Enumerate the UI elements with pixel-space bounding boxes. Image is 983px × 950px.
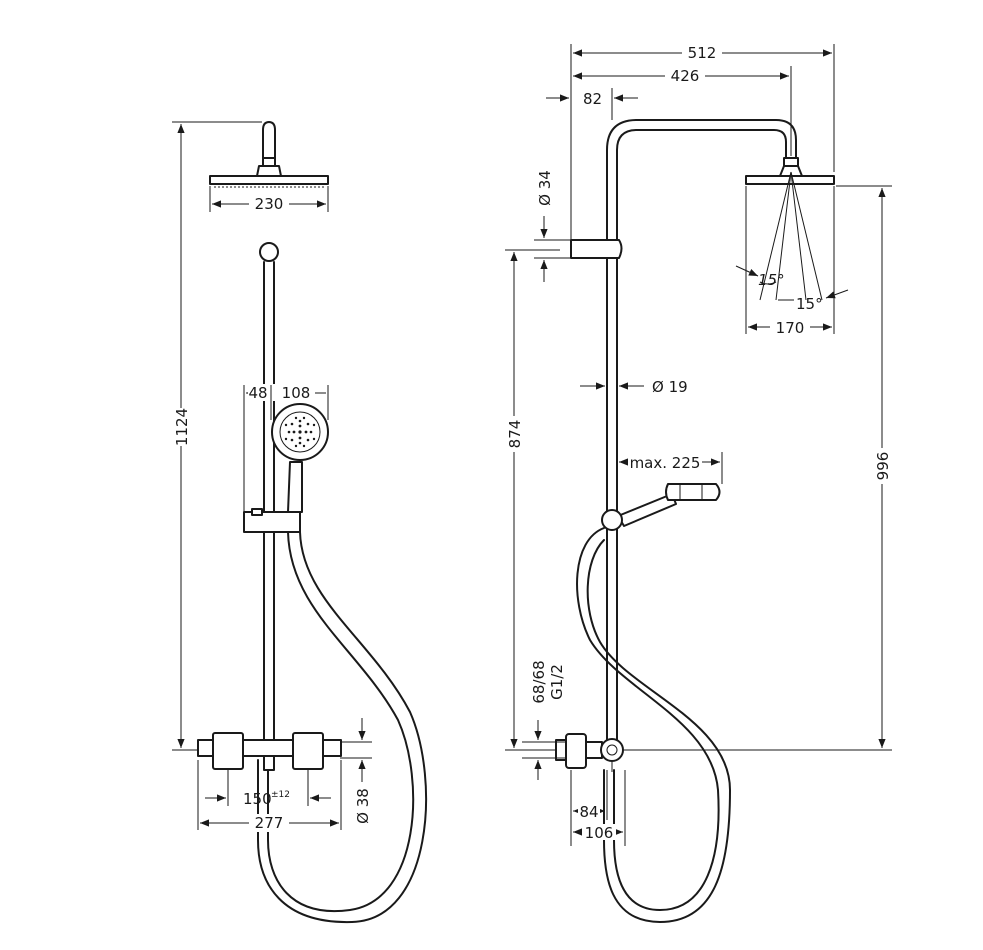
dim-depth-small: 84 [579, 803, 598, 821]
side-hose-inner [586, 539, 731, 923]
dim-riser-height: 874 [506, 420, 524, 449]
side-spray-angle [759, 171, 823, 301]
dim-holder-diameter: Ø 34 [536, 170, 554, 206]
side-view [555, 119, 835, 923]
side-slider-knob [601, 509, 623, 531]
dim-outlet-height: 996 [874, 452, 892, 481]
front-hand-shower [271, 403, 329, 513]
dim-angle-left: 15° [758, 271, 785, 289]
front-pipe-knob [259, 242, 279, 262]
dim-mixer-diameter: Ø 38 [354, 788, 372, 824]
dim-pipe-diameter: Ø 19 [652, 378, 688, 396]
dim-arm-projection: 426 [671, 67, 700, 85]
side-arm-outer [606, 119, 797, 741]
dim-slider-offset: 48 [248, 384, 267, 402]
dim-depth-large: 106 [585, 824, 614, 842]
side-mixer [555, 733, 624, 772]
front-view [197, 121, 428, 924]
dim-hand-shower-width: 108 [282, 384, 311, 402]
dim-head-width: 230 [255, 195, 284, 213]
side-hose-outer [576, 527, 720, 911]
dim-overall-width: 512 [688, 44, 717, 62]
dim-mixer-spacing: 150 [243, 790, 272, 808]
dim-hand-reach: max. 225 [630, 454, 701, 472]
dim-connection-spacing: 68/68 [530, 660, 548, 703]
dim-mixer-spacing-tolerance: ±12 [271, 790, 290, 800]
dim-mixer-width: 277 [255, 814, 284, 832]
front-hose-inner [257, 531, 428, 924]
dim-head-diameter: 170 [776, 319, 805, 337]
front-mixer [197, 732, 342, 771]
side-hand-shower [617, 483, 721, 527]
side-arm-inner [616, 129, 787, 741]
front-dimensions: 1124 230 48 108 150 ±12 277 [172, 121, 372, 832]
dim-overall-height: 1124 [173, 408, 191, 446]
front-hose-outer [267, 531, 415, 913]
dim-connection-thread: G1/2 [548, 664, 566, 700]
dim-wall-offset: 82 [583, 90, 602, 108]
dim-angle-right: 15° [796, 295, 823, 313]
front-shower-head [209, 157, 329, 188]
side-pipe-holder [570, 239, 623, 259]
side-dimensions: 512 426 82 Ø 34 874 Ø 19 170 [505, 44, 892, 846]
front-riser-pipe [262, 121, 276, 161]
